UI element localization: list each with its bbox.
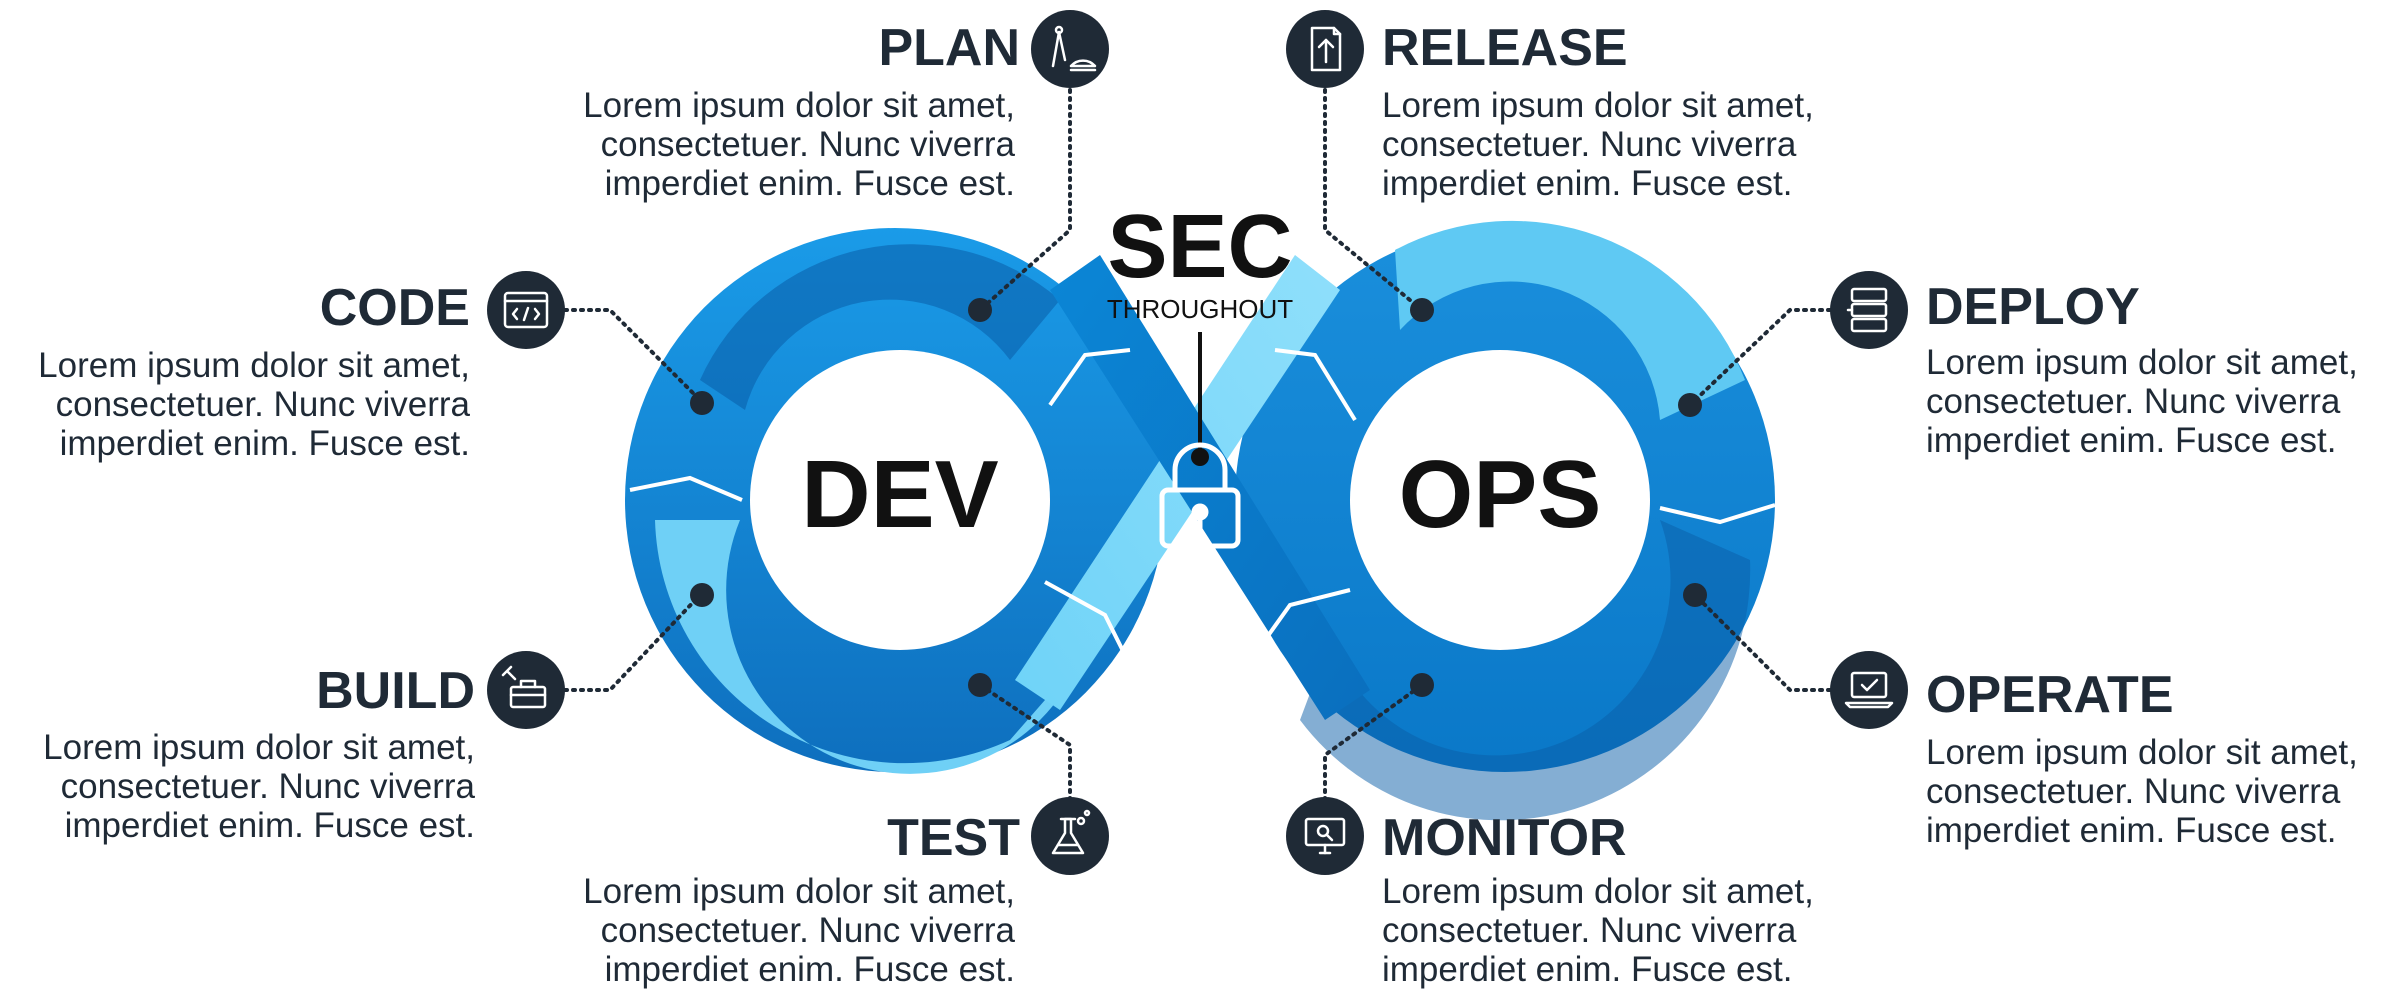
stage-title-build: BUILD [316,662,475,720]
stage-desc-operate: Lorem ipsum dolor sit amet, consectetuer… [1926,733,2358,850]
toolbox-icon [487,651,565,729]
stage-desc-build: Lorem ipsum dolor sit amet, consectetuer… [43,728,475,845]
code-window-icon [487,271,565,349]
connector-deploy [1688,308,1832,407]
segment-dividers [629,348,1776,656]
sec-subtitle: THROUGHOUT [1106,294,1294,324]
stage-desc-test: Lorem ipsum dolor sit amet, consectetuer… [583,872,1015,989]
connector-build [563,593,702,692]
upload-document-icon [1286,10,1364,88]
stage-desc-release: Lorem ipsum dolor sit amet, consectetuer… [1382,86,1814,203]
ops-hole [1350,350,1650,650]
laptop-check-icon [1830,651,1908,729]
monitor-search-icon [1286,797,1364,875]
stage-title-monitor: MONITOR [1382,809,1627,867]
drafting-tools-icon [1031,10,1109,88]
connector-lines [563,88,1832,802]
flask-icon [1031,797,1109,875]
stage-desc-monitor: Lorem ipsum dolor sit amet, consectetuer… [1382,872,1814,989]
stage-title-release: RELEASE [1382,19,1628,77]
ops-label: OPS [1398,441,1602,548]
stage-desc-code: Lorem ipsum dolor sit amet, consectetuer… [38,346,470,463]
stage-title-test: TEST [887,809,1020,867]
connector-code [563,308,702,402]
server-stack-icon [1830,271,1908,349]
connector-test [978,683,1072,802]
stage-title-deploy: DEPLOY [1926,278,2140,336]
connector-operate [1693,593,1832,692]
padlock-icon [1159,442,1241,549]
sec-connector-dot [1191,448,1209,466]
connector-plan [978,88,1072,312]
stage-title-operate: OPERATE [1926,666,2174,724]
stage-title-plan: PLAN [878,19,1020,77]
connector-release [1323,88,1424,312]
sec-title: SEC [1107,197,1293,297]
connector-dots [690,298,1707,697]
connector-monitor [1323,683,1424,802]
dev-label: DEV [801,441,999,548]
stage-title-code: CODE [319,279,470,337]
stage-desc-deploy: Lorem ipsum dolor sit amet, consectetuer… [1926,343,2358,460]
stage-desc-plan: Lorem ipsum dolor sit amet, consectetuer… [583,86,1015,203]
dev-hole [750,350,1050,650]
